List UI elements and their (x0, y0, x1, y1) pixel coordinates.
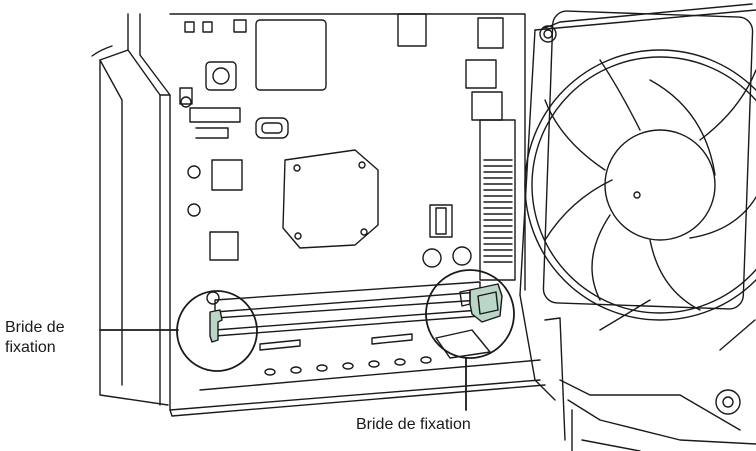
bottom-clip-label: Bride de fixation (356, 416, 471, 433)
chassis-frame (91, 13, 546, 417)
left-callout-circle (176, 290, 258, 372)
left-clip-label-line2: fixation (5, 339, 56, 356)
fan-assembly (519, 3, 756, 451)
right-retaining-clip (459, 283, 503, 323)
left-clip-label-line1: Bride de (5, 319, 65, 336)
motherboard (169, 13, 526, 291)
left-clip-label: Bride de fixation (5, 318, 65, 358)
right-callout-circle (425, 269, 515, 359)
left-retaining-clip (206, 291, 223, 343)
